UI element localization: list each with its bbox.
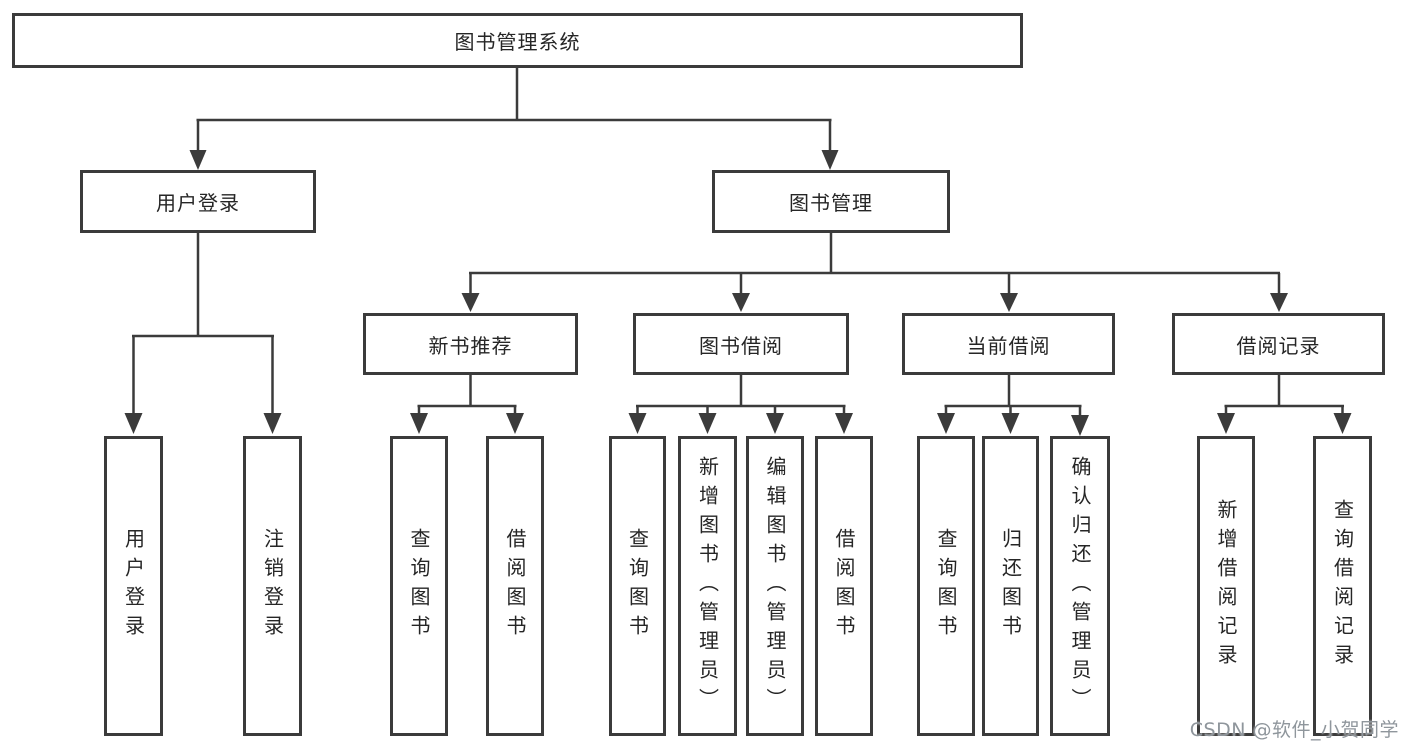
node-borrow-records-label: 借阅记录 bbox=[1236, 333, 1321, 358]
node-borrow-records: 借阅记录 bbox=[1172, 313, 1385, 375]
node-root: 图书管理系统 bbox=[12, 13, 1023, 68]
leaf-return-book: 归还图书 bbox=[982, 436, 1039, 736]
leaf-query-books-borrow: 查询图书 bbox=[609, 436, 666, 736]
leaf-add-book-admin-label: 新增图书（管理员） bbox=[695, 455, 720, 717]
node-user-login: 用户登录 bbox=[80, 170, 316, 233]
leaf-query-books-recommend: 查询图书 bbox=[390, 436, 448, 736]
leaf-confirm-return-admin-label: 确认归还（管理员） bbox=[1068, 455, 1092, 717]
node-book-management-label: 图书管理 bbox=[789, 191, 873, 215]
leaf-query-books-current: 查询图书 bbox=[917, 436, 975, 736]
leaf-logout-label: 注销登录 bbox=[260, 528, 285, 644]
leaf-add-borrow-record-label: 新增借阅记录 bbox=[1214, 499, 1238, 673]
leaf-user-login: 用户登录 bbox=[104, 436, 163, 736]
leaf-borrow-books-recommend: 借阅图书 bbox=[486, 436, 544, 736]
leaf-add-book-admin: 新增图书（管理员） bbox=[678, 436, 737, 736]
leaf-query-books-borrow-label: 查询图书 bbox=[625, 528, 650, 644]
leaf-logout: 注销登录 bbox=[243, 436, 302, 736]
node-book-borrow: 图书借阅 bbox=[633, 313, 849, 375]
leaf-confirm-return-admin: 确认归还（管理员） bbox=[1050, 436, 1110, 736]
leaf-add-borrow-record: 新增借阅记录 bbox=[1197, 436, 1255, 736]
leaf-return-book-label: 归还图书 bbox=[998, 528, 1023, 644]
leaf-borrow-books-borrow-label: 借阅图书 bbox=[832, 528, 856, 644]
watermark: CSDN @软件_小贺同学 bbox=[1189, 719, 1399, 741]
leaf-borrow-books-recommend-label: 借阅图书 bbox=[503, 528, 527, 644]
node-user-login-label: 用户登录 bbox=[156, 191, 240, 215]
node-root-label: 图书管理系统 bbox=[454, 30, 581, 54]
node-book-borrow-label: 图书借阅 bbox=[699, 333, 783, 358]
node-new-book-recommend: 新书推荐 bbox=[363, 313, 578, 375]
leaf-edit-book-admin: 编辑图书（管理员） bbox=[746, 436, 804, 736]
leaf-borrow-books-borrow: 借阅图书 bbox=[815, 436, 873, 736]
node-book-management: 图书管理 bbox=[712, 170, 950, 233]
leaf-edit-book-admin-label: 编辑图书（管理员） bbox=[763, 455, 787, 717]
node-current-borrow-label: 当前借阅 bbox=[966, 333, 1051, 358]
node-current-borrow: 当前借阅 bbox=[902, 313, 1115, 375]
leaf-query-borrow-record-label: 查询借阅记录 bbox=[1330, 499, 1355, 673]
leaf-query-borrow-record: 查询借阅记录 bbox=[1313, 436, 1372, 736]
node-new-book-recommend-label: 新书推荐 bbox=[428, 333, 513, 358]
leaf-query-books-current-label: 查询图书 bbox=[934, 528, 958, 644]
leaf-user-login-label: 用户登录 bbox=[121, 528, 146, 644]
leaf-query-books-recommend-label: 查询图书 bbox=[407, 528, 431, 644]
